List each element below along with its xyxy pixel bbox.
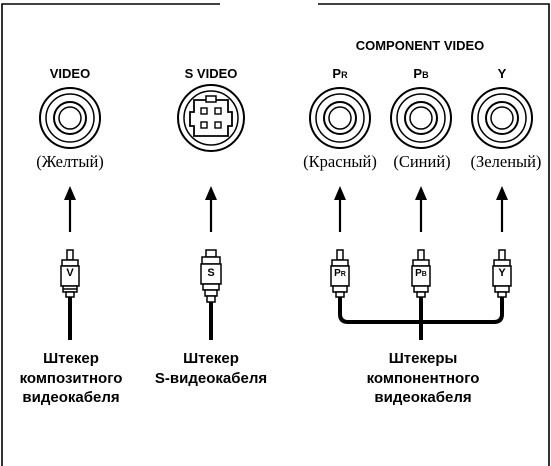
video-header: VIDEO xyxy=(49,66,91,81)
s-video-plug-label: S xyxy=(207,267,215,279)
cables xyxy=(68,297,504,340)
s-video-plug-icon xyxy=(200,249,222,303)
component-caption-line3: видеокабеля xyxy=(374,389,472,406)
video-plug-label: V xyxy=(66,267,74,279)
pr-jack-icon xyxy=(309,87,371,149)
composite-caption-line3: видеокабеля xyxy=(22,389,120,406)
s-video-arrow-icon xyxy=(205,186,217,232)
video-arrow-icon xyxy=(64,186,76,232)
pr-header: PR xyxy=(332,66,348,81)
s-video-jack-icon xyxy=(177,84,245,152)
pb-plug-label: PB xyxy=(415,268,427,279)
pr-plug-icon xyxy=(330,249,350,298)
pb-arrow-icon xyxy=(415,186,427,232)
frame-left-top xyxy=(1,3,220,466)
component-caption-line2: компонентного xyxy=(366,369,480,387)
component-caption-line1: Штекеры xyxy=(388,350,458,367)
pb-header: PB xyxy=(413,66,429,81)
component-video-header: COMPONENT VIDEO xyxy=(355,38,485,53)
pr-color-label: (Красный) xyxy=(303,152,377,171)
component-plug-caption: Штекеры компонентного видеокабеля xyxy=(355,349,491,408)
s-video-caption-line1: Штекер xyxy=(183,350,239,367)
s-video-plug-caption: Штекер S-видеокабеля xyxy=(143,349,279,388)
video-color-label: (Желтый) xyxy=(36,152,104,171)
frame-right-top xyxy=(318,3,550,466)
composite-caption-line1: Штекер xyxy=(43,350,99,367)
s-video-header: S VIDEO xyxy=(184,66,238,81)
video-jack-icon xyxy=(39,87,101,149)
video-plug-icon xyxy=(60,249,80,298)
y-header: Y xyxy=(497,66,507,81)
pb-color-label: (Синий) xyxy=(393,152,451,171)
pr-plug-label: PR xyxy=(334,268,346,279)
y-plug-label: Y xyxy=(498,267,506,279)
pb-jack-icon xyxy=(390,87,452,149)
y-arrow-icon xyxy=(496,186,508,232)
s-video-caption-line2: S-видеокабеля xyxy=(154,369,268,387)
pr-arrow-icon xyxy=(334,186,346,232)
y-jack-icon xyxy=(471,87,533,149)
composite-plug-caption: Штекер композитного видеокабеля xyxy=(4,349,138,408)
y-color-label: (Зеленый) xyxy=(470,152,542,171)
pb-plug-icon xyxy=(411,249,431,298)
composite-caption-line2: композитного xyxy=(19,369,123,387)
